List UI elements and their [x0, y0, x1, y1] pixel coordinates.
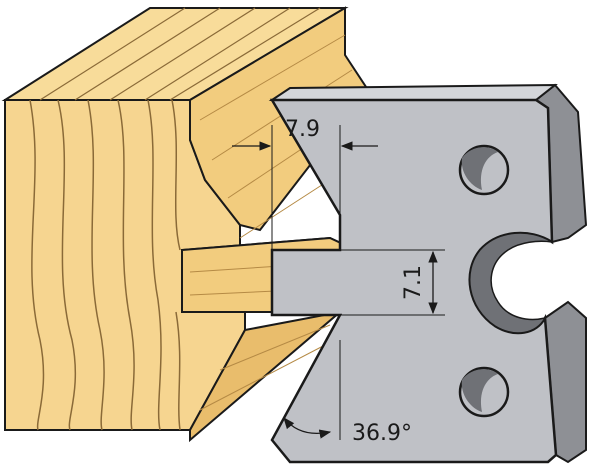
knife-lower-hole — [458, 366, 510, 418]
knife-notch-shadow — [468, 232, 553, 334]
knife-upper-hole — [458, 144, 510, 196]
wood-grain-lines — [29, 99, 181, 431]
wood-top-grain — [39, 7, 321, 101]
dimension-angle-label: 36.9° — [352, 421, 412, 446]
dimension-width-label: 7.9 — [285, 117, 320, 142]
knife-blade — [268, 83, 588, 464]
dimension-width: 7.9 — [232, 117, 378, 300]
dimension-angle: 36.9° — [283, 340, 412, 446]
dimension-slot-height-label: 7.1 — [401, 265, 426, 300]
dimension-slot-height: 7.1 — [340, 249, 445, 316]
wood-upper-bevel — [189, 6, 370, 232]
knife-top-edge — [268, 83, 558, 101]
